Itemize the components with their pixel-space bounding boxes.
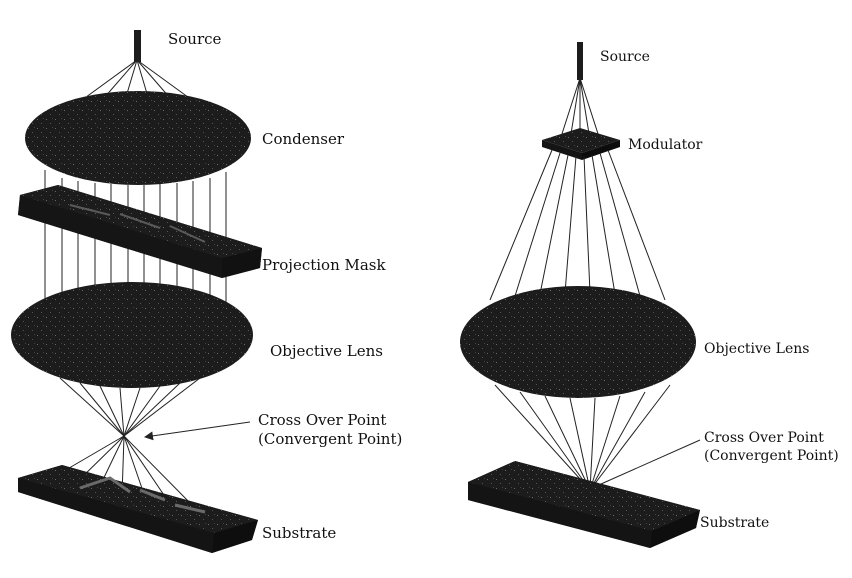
right-crossover-leader <box>591 439 701 489</box>
left-crossover-label: Cross Over Point <box>258 411 387 429</box>
right-crossover-label: Cross Over Point <box>704 430 824 446</box>
right-converging-rays <box>494 384 671 491</box>
right-source-rod <box>577 42 583 80</box>
left-objective-lens <box>11 282 253 388</box>
left-substrate <box>18 465 258 553</box>
projection-mask-label: Projection Mask <box>262 256 386 274</box>
left-substrate-label: Substrate <box>262 524 337 542</box>
left-system <box>11 30 262 553</box>
left-source-rays <box>81 59 193 101</box>
modulator-label: Modulator <box>628 137 703 153</box>
condenser-lens <box>25 91 251 185</box>
left-converging-rays <box>59 377 201 437</box>
modulator <box>542 128 620 160</box>
right-beam-rays <box>489 149 666 301</box>
left-crossover-sublabel: (Convergent Point) <box>258 430 403 448</box>
crossover-arrow <box>144 421 251 441</box>
left-objective-lens-label: Objective Lens <box>270 342 383 360</box>
condenser-label: Condenser <box>262 130 345 148</box>
left-source-label: Source <box>168 30 222 48</box>
right-crossover-sublabel: (Convergent Point) <box>704 448 839 464</box>
right-substrate <box>468 461 700 548</box>
right-objective-lens <box>460 286 696 398</box>
right-substrate-label: Substrate <box>700 515 770 531</box>
right-objective-lens-label: Objective Lens <box>704 341 810 357</box>
right-source-label: Source <box>600 49 650 65</box>
right-system <box>460 42 701 548</box>
projection-mask <box>18 185 262 278</box>
left-source-rod <box>134 30 141 62</box>
right-source-rays <box>559 77 601 141</box>
